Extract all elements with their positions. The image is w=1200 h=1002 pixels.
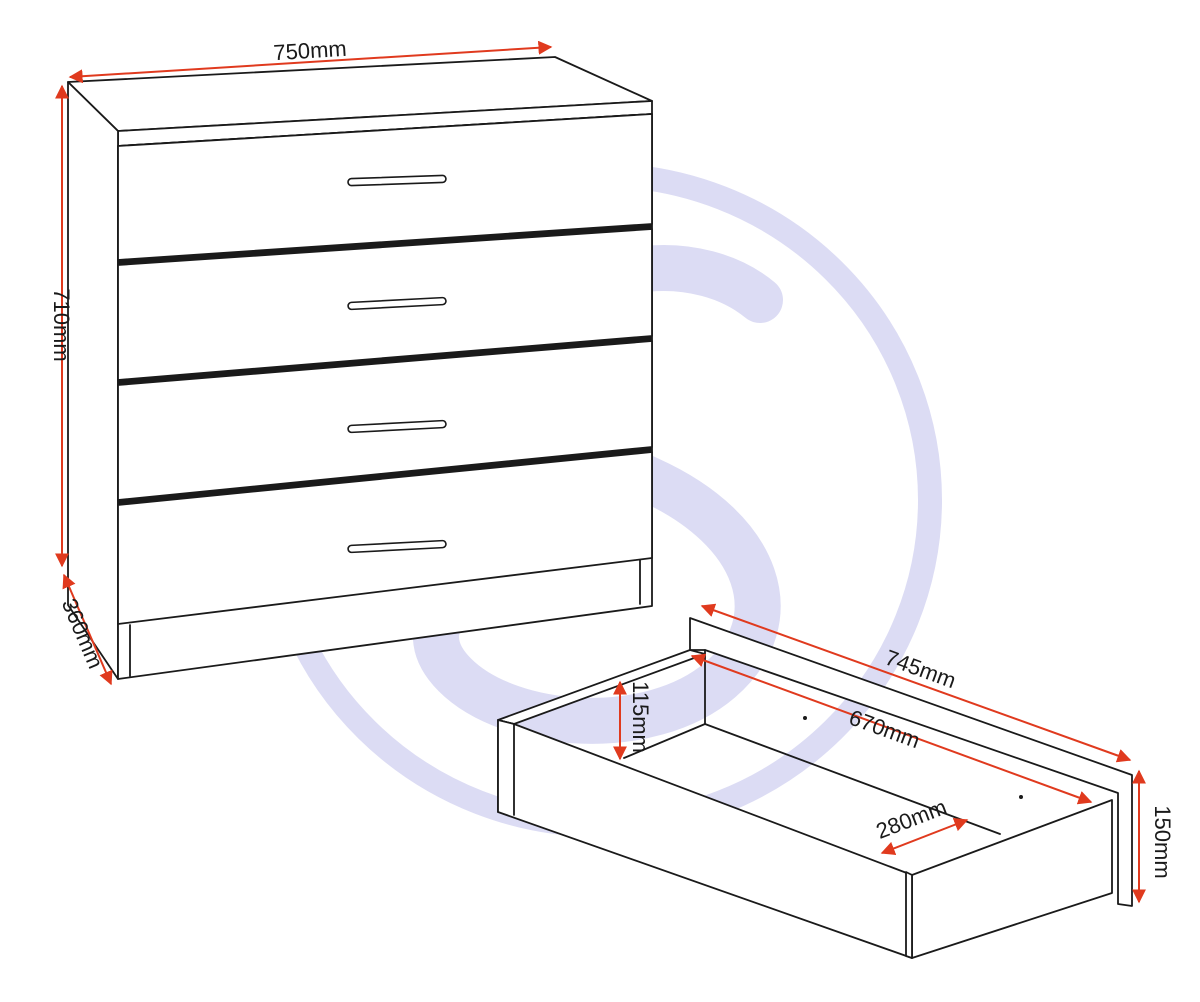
- dimension-label-drawer-length: 745mm: [882, 645, 959, 694]
- dimension-label-drawer-front-height: 150mm: [1150, 805, 1175, 878]
- dimension-lines: [55, 40, 1146, 904]
- drawer-front-2: [117, 228, 653, 385]
- chest-of-drawers: [67, 56, 653, 680]
- drawer-handle-icon: [347, 174, 447, 187]
- drawer-front-4: [117, 451, 653, 625]
- drawer-front-3: [117, 340, 653, 505]
- dowel-hole-icon: [1019, 795, 1023, 799]
- dimension-label-drawer-inner-height: 115mm: [628, 681, 653, 753]
- dimension-label-chest-height: 710mm: [49, 288, 74, 361]
- dimension-line-chest-depth: [62, 573, 113, 686]
- drawer-front-1: [117, 113, 653, 265]
- dimension-line-chest-width: [68, 40, 553, 84]
- drawer-handle-icon: [347, 296, 447, 311]
- drawer-handle-icon: [347, 419, 447, 434]
- drawer-handle-icon: [347, 539, 447, 554]
- dowel-hole-icon: [803, 716, 807, 720]
- dimension-line-drawer-inner-length: [690, 653, 1093, 805]
- dimension-label-chest-width: 750mm: [273, 36, 348, 65]
- dimension-line-drawer-inner-depth: [880, 818, 969, 855]
- drawer-detail: [497, 617, 1133, 959]
